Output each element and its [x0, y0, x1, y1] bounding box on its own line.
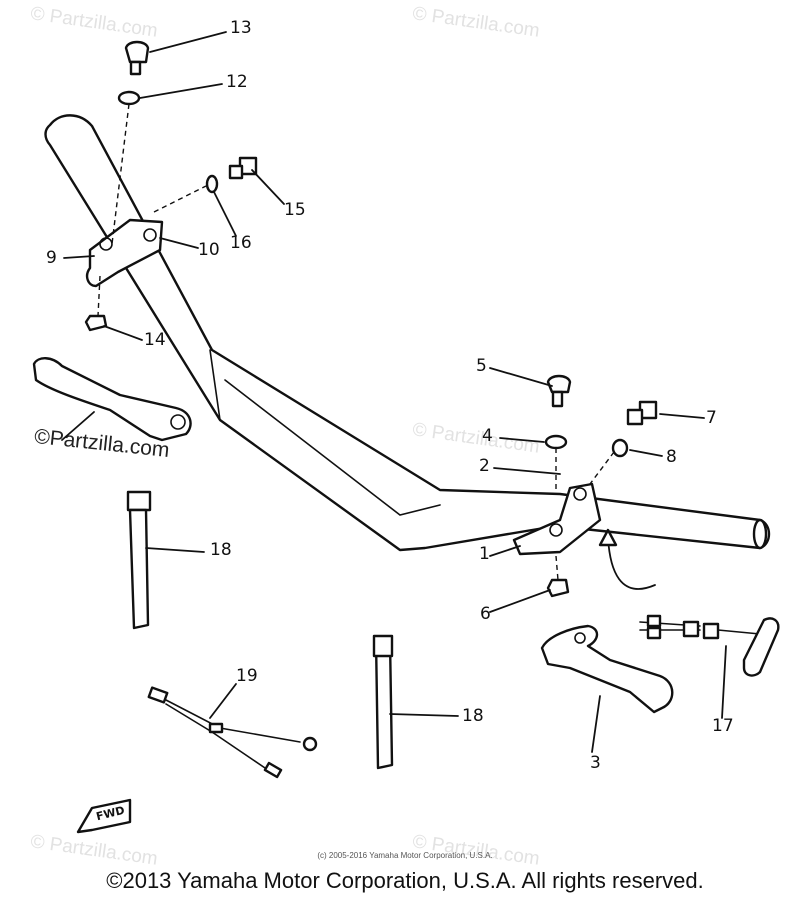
- callout-8: 8: [666, 447, 677, 467]
- arrow-17: [607, 537, 656, 590]
- callout-13: 13: [230, 18, 252, 38]
- bolt-5: [546, 374, 572, 408]
- callout-9: 9: [46, 248, 57, 268]
- bolt-13: [124, 40, 150, 76]
- callout-7: 7: [706, 408, 717, 428]
- callout-6: 6: [480, 604, 491, 624]
- washer-4: [544, 434, 568, 450]
- washer-16: [205, 174, 219, 194]
- nut-6: [546, 578, 570, 598]
- callout-3: 3: [590, 753, 601, 773]
- callout-2: 2: [479, 456, 490, 476]
- handlebar: [44, 114, 771, 552]
- bolt-7: [626, 400, 658, 426]
- left-lever-holder: [85, 218, 164, 288]
- strap-18-right: [372, 634, 394, 770]
- callout-4: 4: [482, 426, 493, 446]
- arrow-head: [598, 528, 618, 547]
- copyright-notice: ©2013 Yamaha Motor Corporation, U.S.A. A…: [106, 868, 704, 893]
- left-lever: [32, 357, 192, 442]
- callout-14: 14: [144, 330, 166, 350]
- callout-15: 15: [284, 200, 306, 220]
- small-copyright: (c) 2005-2016 Yamaha Motor Corporation, …: [317, 851, 493, 860]
- right-lever-holder: [512, 482, 602, 556]
- nut-14: [84, 314, 108, 332]
- fwd-arrow: [76, 798, 132, 834]
- callout-5: 5: [476, 356, 487, 376]
- callout-10: 10: [198, 240, 220, 260]
- callout-16: 16: [230, 233, 252, 253]
- callout-17: 17: [712, 716, 734, 736]
- callout-18-left: 18: [210, 540, 232, 560]
- right-lever: [540, 624, 674, 714]
- callout-19: 19: [236, 666, 258, 686]
- callout-1: 1: [479, 544, 490, 564]
- bolt-15: [228, 156, 258, 180]
- washer-8: [611, 438, 629, 458]
- switch-17: [639, 614, 780, 677]
- callout-12: 12: [226, 72, 248, 92]
- cable-19: [147, 686, 318, 779]
- strap-18-left: [126, 490, 152, 630]
- washer-12: [117, 90, 141, 106]
- callout-18-right: 18: [462, 706, 484, 726]
